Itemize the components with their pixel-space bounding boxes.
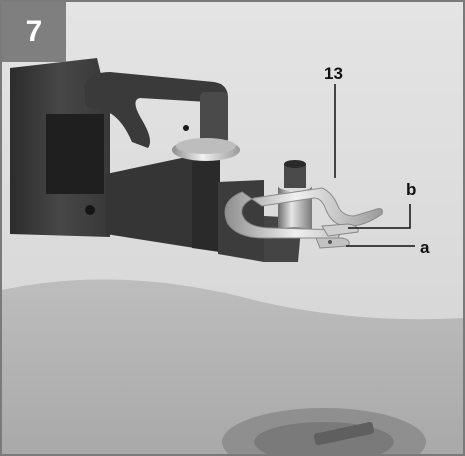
- upper-arm-end: [200, 92, 228, 144]
- callout-13: 13: [324, 64, 343, 83]
- upper-arm: [84, 72, 228, 148]
- lower-holder-block: [106, 152, 220, 252]
- hex-socket: [284, 160, 306, 168]
- callout-b: b: [406, 180, 417, 199]
- upper-arm-pin: [183, 125, 189, 131]
- holder-side: [192, 152, 220, 252]
- washer-top: [176, 138, 236, 154]
- arm-screw: [85, 205, 95, 215]
- clamp-hole: [328, 240, 332, 244]
- insert-slot: [313, 422, 374, 446]
- figure-number-badge: 7: [2, 2, 66, 62]
- clamp-ear-a: [315, 237, 350, 249]
- leader-b: [348, 204, 411, 229]
- hex-screw: [284, 164, 306, 188]
- callout-a: a: [420, 238, 430, 257]
- arm-cavity: [46, 114, 104, 194]
